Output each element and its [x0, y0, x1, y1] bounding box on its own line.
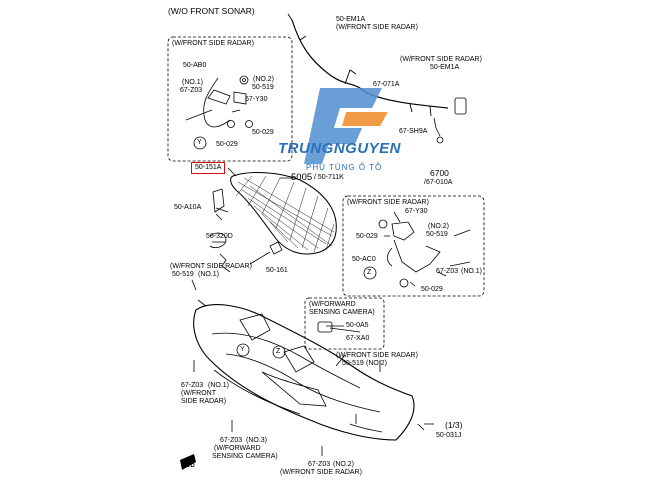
watermark-logo: [304, 88, 388, 164]
label-67-sh9a: 67-SH9A: [399, 128, 428, 135]
side-radar-left-box: [167, 36, 293, 162]
marker-y-left: [193, 136, 207, 150]
grille-clip: [212, 188, 225, 221]
marker-z-bumper-label: Z: [276, 348, 281, 355]
watermark-brand: TRUNGNGUYEN: [278, 140, 402, 157]
emblem-clip: [269, 241, 283, 255]
label-no3: (NO.3): [246, 437, 267, 444]
label-50-151a-highlighted: 50-151A: [191, 162, 226, 174]
label-50-711k: / 50-711K: [314, 174, 344, 181]
label-50-ab0: 50-AB0: [183, 62, 207, 69]
marker-y-bumper: [236, 343, 250, 357]
label-50-em1a-top: 50-EM1A: [336, 16, 366, 23]
label-67-z03-right: 67-Z03: [436, 268, 459, 275]
marker-z-right: [363, 266, 377, 280]
label-camera-box-1: (W/FORWARD: [309, 301, 356, 308]
label-side-radar-right: (W/FRONT SIDE RADAR): [400, 56, 482, 63]
grille-seal: [209, 232, 227, 248]
marker-y-bumper-label: Y: [240, 346, 245, 353]
grille-mesh: [235, 175, 335, 253]
label-side-radar-top: (W/FRONT SIDE RADAR): [336, 24, 418, 31]
label-67-y30-left: 67-Y30: [245, 96, 268, 103]
side-radar-right-box: [342, 195, 485, 297]
radar-connector: [454, 97, 467, 115]
marker-z-bumper: [272, 345, 286, 359]
camera-box: [304, 297, 385, 350]
label-67-xa0: 67-XA0: [346, 335, 370, 342]
label-67-071a: 67-071A: [373, 81, 400, 88]
label-camera-box-2: SENSING CAMERA): [309, 309, 375, 316]
label-no2-left: (NO.2): [253, 76, 274, 83]
label-side-radar-bottom-left-1: (W/FRONT: [181, 390, 216, 397]
label-no1-left: (NO.1): [182, 79, 203, 86]
label-side-radar-bottom-right: (W/FRONT SIDE RADAR): [336, 352, 418, 359]
label-67-010a: /67-010A: [424, 179, 453, 186]
watermark-tagline: PHỤ TÙNG Ô TÔ: [306, 163, 383, 172]
marker-y-label: Y: [197, 139, 202, 146]
label-67-z03-left: 67-Z03: [180, 87, 203, 94]
camera-bracket: [317, 321, 333, 333]
label-side-radar-mid: (W/FRONT SIDE RADAR): [170, 263, 252, 270]
label-forward-camera-2: SENSING CAMERA): [212, 453, 278, 460]
label-side-radar-bottom-left-2: SIDE RADAR): [181, 398, 227, 405]
radar-bracket-right: [391, 221, 441, 273]
label-50-029-left-1: 50-029: [252, 129, 274, 136]
right-box-title: (W/FRONT SIDE RADAR): [347, 199, 429, 206]
label-56-320d: 56-320D: [206, 233, 233, 240]
front-bumper: [193, 304, 415, 441]
label-forward-camera-1: (W/FORWARD: [214, 445, 261, 452]
label-no1-right: (NO.1): [461, 268, 482, 275]
label-50-519-left: 50-519: [252, 84, 274, 91]
harness-wire: [291, 19, 449, 109]
label-50-519-right: 50-519: [426, 231, 448, 238]
label-67-z03-no2: 67-Z03: [308, 461, 331, 468]
label-no1-mid: (NO.1): [198, 271, 219, 278]
label-50-029-left-2: 50-029: [216, 141, 238, 148]
label-50-519-bottom-right: 50-519: [342, 360, 364, 367]
label-no2-right: (NO.2): [428, 223, 449, 230]
left-box-title: (W/FRONT SIDE RADAR): [172, 40, 254, 47]
label-1-3: (1/3): [445, 420, 463, 430]
label-no2-bottom: (NO.2): [333, 461, 354, 468]
label-67-z03-bottom-left: 67-Z03: [181, 382, 204, 389]
page-title: (W/O FRONT SONAR): [168, 6, 255, 16]
fwd-arrow: [180, 454, 196, 470]
label-50-029-right-1: 50-029: [356, 233, 378, 240]
label-50-a10a: 50-A10A: [174, 204, 202, 211]
label-6700: 6700: [430, 168, 449, 178]
label-67-y30-right: 67-Y30: [405, 208, 428, 215]
label-50-ac0: 50-AC0: [352, 256, 376, 263]
bumper-reinforcement: [239, 313, 315, 373]
fwd-label: FWD: [181, 463, 195, 469]
label-50-029-right-2: 50-029: [421, 286, 443, 293]
label-50-0a5: 50-0A5: [346, 322, 369, 329]
label-50-161: 50-161: [266, 267, 288, 274]
label-5005: 5005: [291, 172, 313, 183]
label-50-em1a-right: 50-EM1A: [430, 64, 460, 71]
label-50-519-mid: 50-519: [172, 271, 194, 278]
label-no2-bottom-right: (NO.2): [366, 360, 387, 367]
front-grille: [230, 172, 337, 255]
label-no1-bottom-left: (NO.1): [208, 382, 229, 389]
label-50-031j: 50-031J: [436, 432, 462, 439]
label-side-radar-bottom: (W/FRONT SIDE RADAR): [280, 469, 362, 476]
radar-bracket-left: [203, 77, 231, 128]
marker-z-label: Z: [367, 269, 372, 276]
label-67-z03-no3: 67-Z03: [220, 437, 243, 444]
